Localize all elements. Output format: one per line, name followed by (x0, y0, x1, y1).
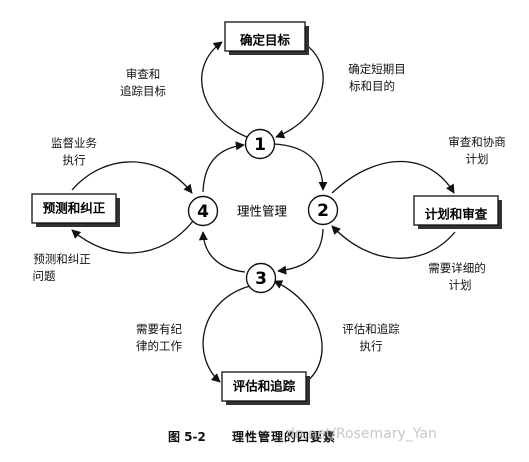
box-left: 预测和纠正 (31, 193, 120, 227)
node-3: 3 (245, 262, 277, 294)
label-right-top-2: 计划 (466, 152, 489, 166)
arc-3-to-4 (198, 231, 246, 273)
edge-labels: 审查和 追踪目标 确定短期目 标和目的 审查和协商 计划 需要详细的 计划 需要… (33, 62, 506, 353)
label-right-bottom-2: 计划 (449, 278, 472, 292)
caption-number: 图 5-2 (168, 430, 206, 444)
label-top-left-1: 审查和 (126, 67, 161, 81)
node-3-label: 3 (255, 269, 267, 289)
label-bottom-left-2: 律的工作 (136, 339, 182, 353)
arc-4-to-1 (202, 141, 245, 193)
loop-3-to-bottom (202, 285, 251, 383)
label-left-bottom-2: 问题 (33, 269, 56, 283)
outer-loops (71, 41, 456, 383)
loop-2-to-right (331, 160, 455, 194)
label-left-top-1: 监督业务 (51, 136, 97, 150)
box-right-label: 计划和审查 (425, 207, 488, 222)
box-top: 确定目标 (224, 21, 309, 55)
loop-left-to-4 (71, 161, 193, 194)
node-1-label: 1 (254, 135, 266, 155)
caption-title: 理性管理的四要素 (232, 430, 337, 444)
watermark: dn.net/Rosemary_Yan (286, 426, 437, 442)
label-top-left-2: 追踪目标 (120, 84, 166, 98)
label-top-right-1: 确定短期目 (348, 62, 406, 76)
loop-top-to-1 (275, 41, 324, 139)
loop-4-to-left (71, 220, 194, 254)
label-left-bottom-1: 预测和纠正 (33, 252, 91, 266)
label-right-bottom-1: 需要详细的 (428, 261, 486, 275)
box-top-label: 确定目标 (240, 33, 291, 48)
label-left-top-2: 执行 (63, 153, 86, 167)
box-bottom-label: 评估和追踪 (233, 379, 296, 394)
box-right: 计划和审查 (413, 195, 502, 229)
loop-bottom-to-3 (273, 280, 323, 383)
label-bottom-right-1: 评估和追踪 (342, 322, 400, 336)
box-left-label: 预测和纠正 (43, 201, 106, 216)
node-4: 4 (187, 195, 219, 227)
loop-right-to-2 (331, 225, 456, 259)
label-right-top-1: 审查和协商 (448, 135, 506, 149)
label-bottom-right-2: 执行 (360, 339, 383, 353)
inner-ring (198, 141, 328, 275)
label-top-right-2: 标和目的 (349, 79, 395, 93)
box-bottom: 评估和追踪 (221, 371, 310, 405)
label-bottom-left-1: 需要有纪 (136, 322, 182, 336)
center-label: 理性管理 (237, 204, 288, 219)
arc-2-to-3 (277, 228, 324, 275)
arc-1-to-2 (273, 143, 328, 191)
node-1: 1 (244, 128, 276, 160)
node-4-label: 4 (197, 202, 209, 222)
loop-1-to-top (201, 41, 248, 138)
node-2: 2 (307, 194, 339, 226)
node-2-label: 2 (317, 201, 329, 221)
